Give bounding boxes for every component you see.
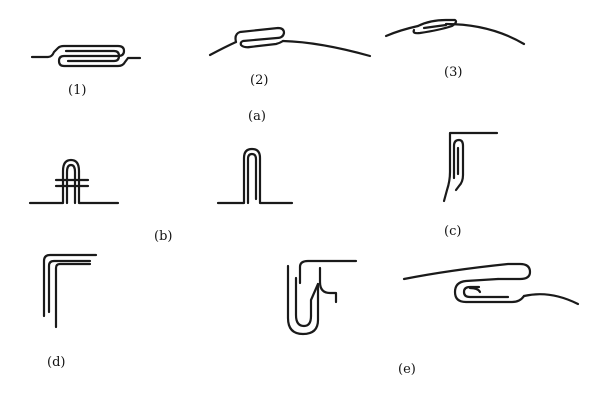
seam-a1 xyxy=(30,44,142,68)
label-d: (d) xyxy=(47,355,66,370)
seam-d xyxy=(42,253,98,329)
seam-e-hook xyxy=(286,259,358,336)
seam-a2 xyxy=(208,26,372,58)
seam-b-standing xyxy=(216,147,294,205)
seam-c xyxy=(442,131,499,203)
label-a2: (2) xyxy=(250,73,269,88)
seam-b-riveted xyxy=(28,158,120,205)
label-a1: (1) xyxy=(68,83,87,98)
label-a: (a) xyxy=(248,109,266,124)
label-b: (b) xyxy=(154,229,173,244)
label-a3: (3) xyxy=(444,65,463,80)
label-e: (e) xyxy=(398,362,416,377)
label-c: (c) xyxy=(444,224,462,239)
seam-a3 xyxy=(384,18,526,46)
seam-e-rolled xyxy=(402,262,580,306)
